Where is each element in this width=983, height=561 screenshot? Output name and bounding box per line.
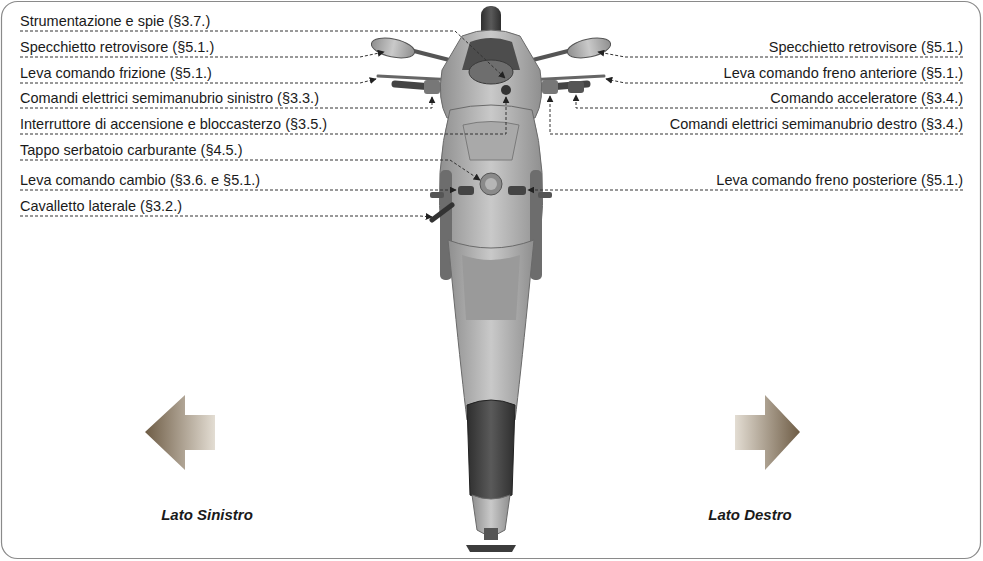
leader-line (20, 190, 456, 191)
part-label: Leva comando freno anteriore (§5.1.) (724, 65, 963, 82)
right-mirror (566, 35, 613, 62)
part-label: Specchietto retrovisore (§5.1.) (769, 39, 963, 56)
right-switch (542, 80, 558, 94)
gear-lever (458, 186, 474, 195)
throttle (568, 81, 584, 93)
part-label: Interruttore di accensione e bloccasterz… (20, 116, 327, 133)
part-label: Leva comando frizione (§5.1.) (20, 65, 212, 82)
seat (467, 400, 515, 500)
left-switch (424, 80, 440, 94)
leader-line (528, 190, 963, 191)
part-label: Leva comando freno posteriore (§5.1.) (716, 172, 963, 189)
left-arrow (145, 395, 215, 470)
part-label: Tappo serbatoio carburante (§4.5.) (20, 142, 242, 159)
part-label: Leva comando cambio (§3.6. e §5.1.) (20, 172, 260, 189)
side-label: Lato Destro (708, 506, 791, 523)
fuel-cap (480, 173, 502, 195)
part-label: Comando acceleratore (§3.4.) (770, 90, 963, 107)
side-stand (432, 205, 452, 220)
plate-holder (466, 545, 516, 552)
part-label: Comandi elettrici semimanubrio destro (§… (670, 116, 963, 133)
part-label: Specchietto retrovisore (§5.1.) (20, 39, 214, 56)
part-label: Strumentazione e spie (§3.7.) (20, 13, 210, 30)
right-arrow (735, 395, 800, 470)
left-mirror (370, 35, 417, 62)
part-label: Comandi elettrici semimanubrio sinistro … (20, 90, 319, 107)
instruments (469, 60, 513, 84)
ignition-switch (501, 85, 511, 95)
fuel-tank (439, 105, 542, 249)
side-label: Lato Sinistro (161, 506, 253, 523)
leader-line (20, 216, 432, 217)
rear-body (448, 240, 534, 420)
part-label: Cavalletto laterale (§3.2.) (20, 198, 182, 215)
rear-brake-lever (508, 186, 526, 195)
